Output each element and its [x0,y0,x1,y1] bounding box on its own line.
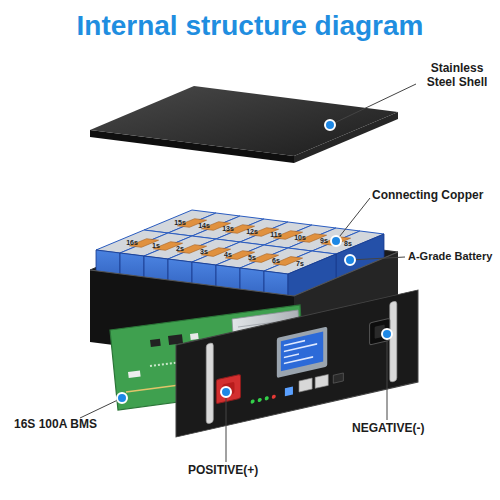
cell-number: 2s [176,244,184,251]
cell-number: 7s [296,259,304,266]
cell-number: 14s [198,221,210,228]
chip [168,334,183,345]
cell-number: 6s [272,256,280,263]
leader-line [387,334,388,420]
leader-line [336,198,370,241]
rj45-port [315,374,328,388]
rj45-port [299,378,312,392]
callouts [80,84,416,462]
cell-number: 12s [246,227,258,234]
case-rim [90,252,398,296]
component [128,371,141,378]
callout-label: Connecting Copper [372,189,483,203]
front-panel [176,290,418,437]
title: Internal structure diagram [0,10,500,42]
callout-dot [221,387,231,397]
cell-number: 5s [248,253,256,260]
cell-number: 10s [294,233,306,240]
led [265,396,269,401]
lcd-screen [281,332,323,372]
leader-line [330,84,416,125]
callout-label: Stainless Steel Shell [418,62,496,90]
button [285,386,293,396]
leader-line [350,257,405,260]
cell-number: 1s [152,241,160,248]
cell-number: 16s [126,238,138,245]
callout-label: 16S 100A BMS [14,418,97,432]
callout-dot [382,329,392,339]
lcd-bezel [277,327,327,378]
handle [390,301,397,383]
callout-dot [117,393,127,403]
cell-number: 4s [224,250,232,257]
component [190,333,199,340]
cell-number: 3s [200,247,208,254]
handle [206,343,213,425]
led [251,399,255,404]
callout-label: NEGATIVE(-) [352,422,424,436]
steel-lid [90,86,398,163]
callout-label: POSITIVE(+) [188,464,258,478]
leader-line [226,392,227,462]
cell-number: 9s [320,236,328,243]
callout-dot [325,120,335,130]
leader-line [80,398,122,418]
port [333,373,343,383]
cell-number: 15s [174,218,186,225]
positive-terminal [216,374,240,404]
led [258,398,262,403]
cell-number: 11s [270,230,281,237]
lid-top [90,86,398,156]
callout-label: A-Grade Battery [408,250,492,263]
panel-plate [176,290,418,437]
cell-number: 13s [222,224,234,231]
callout-dot [331,236,341,246]
led [272,394,276,399]
callout-dot [345,255,355,265]
lcd-lines [284,338,317,364]
chip [150,339,161,347]
cell-number: 8s [344,239,352,246]
